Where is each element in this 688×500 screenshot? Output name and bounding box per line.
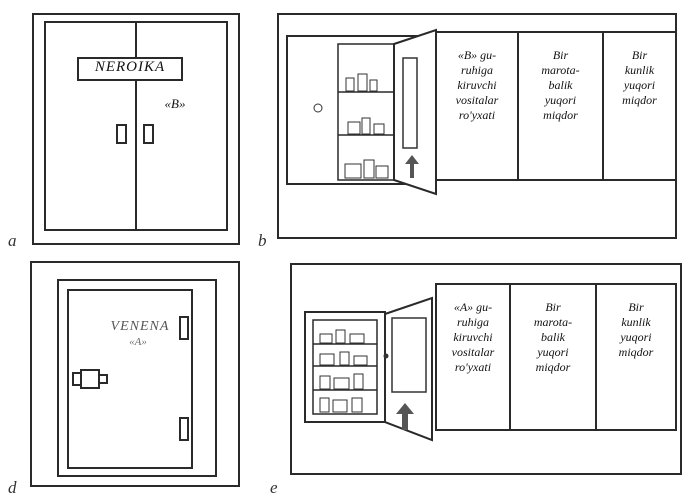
cabinet-e-door-latch <box>384 354 389 359</box>
table-e-col-2-text: Bir marota- balik yuqori miqdor <box>534 300 572 375</box>
table-e-col-2: Bir marota- balik yuqori miqdor <box>510 284 596 430</box>
figure-letter-e: e <box>270 478 278 498</box>
cabinet-e-body <box>305 312 385 422</box>
table-e-col-3-text: Bir kunlik yuqori miqdor <box>619 300 654 360</box>
table-e-col-3: Bir kunlik yuqori miqdor <box>596 284 676 430</box>
table-e-col-1-text: «A» gu- ruhiga kiruvchi vositalar ro'yxa… <box>452 300 495 375</box>
table-e-col-1: «A» gu- ruhiga kiruvchi vositalar ro'yxa… <box>436 284 510 430</box>
